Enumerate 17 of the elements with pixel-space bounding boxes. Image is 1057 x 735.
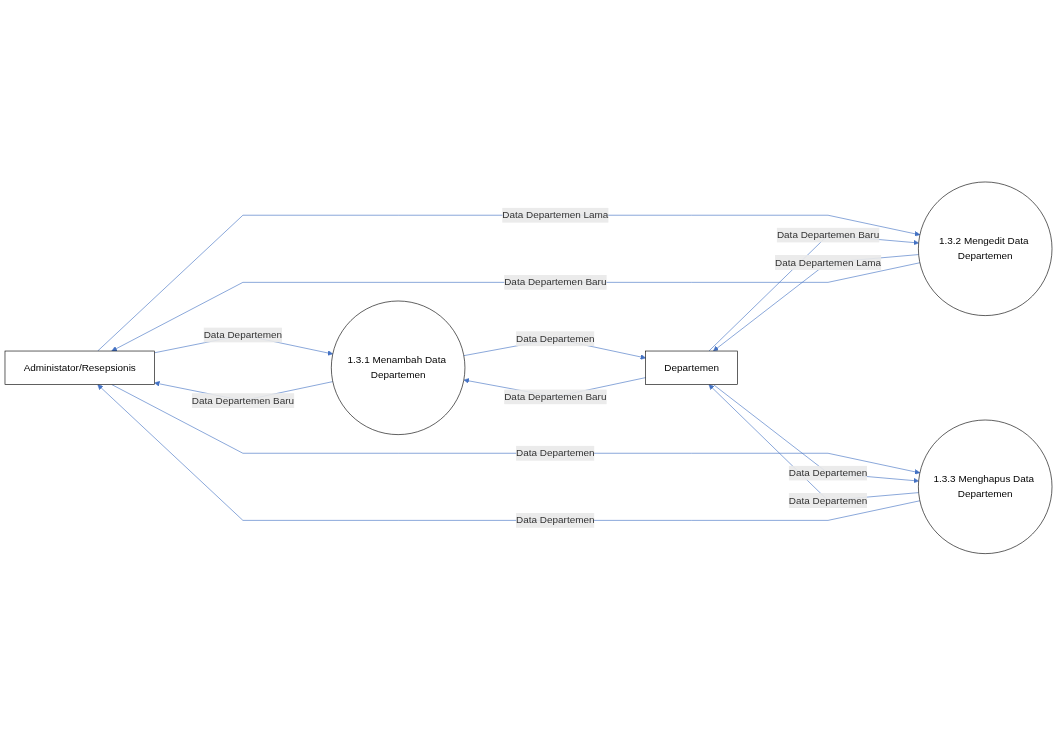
edge-label: Data Departemen Lama — [502, 209, 609, 220]
edge-label: Data Departemen — [516, 332, 595, 344]
edge-label: Data Departemen Baru — [191, 394, 295, 406]
edge-label: Data Departemen — [788, 494, 868, 506]
node-box: Administator/Resepsionis — [4, 350, 155, 385]
edge-label: Data Departemen Baru — [776, 229, 880, 240]
edge-label: Data Departemen — [788, 467, 868, 478]
edge-label: Data Departemen Baru — [504, 276, 607, 288]
node-circle: 1.3.3 Menghapus Data Departemen — [918, 419, 1053, 554]
node-box: Departemen — [645, 350, 738, 385]
edge-label: Data Departemen — [516, 447, 595, 458]
edge-label: Data Departemen Baru — [504, 390, 607, 402]
node-circle: 1.3.1 Menambah Data Departemen — [331, 300, 466, 435]
node-circle: 1.3.2 Mengedit Data Departemen — [918, 181, 1053, 316]
edge-label: Data Departemen — [516, 514, 595, 526]
edge-label: Data Departemen — [203, 329, 283, 340]
edge-label: Data Departemen Lama — [774, 256, 882, 268]
